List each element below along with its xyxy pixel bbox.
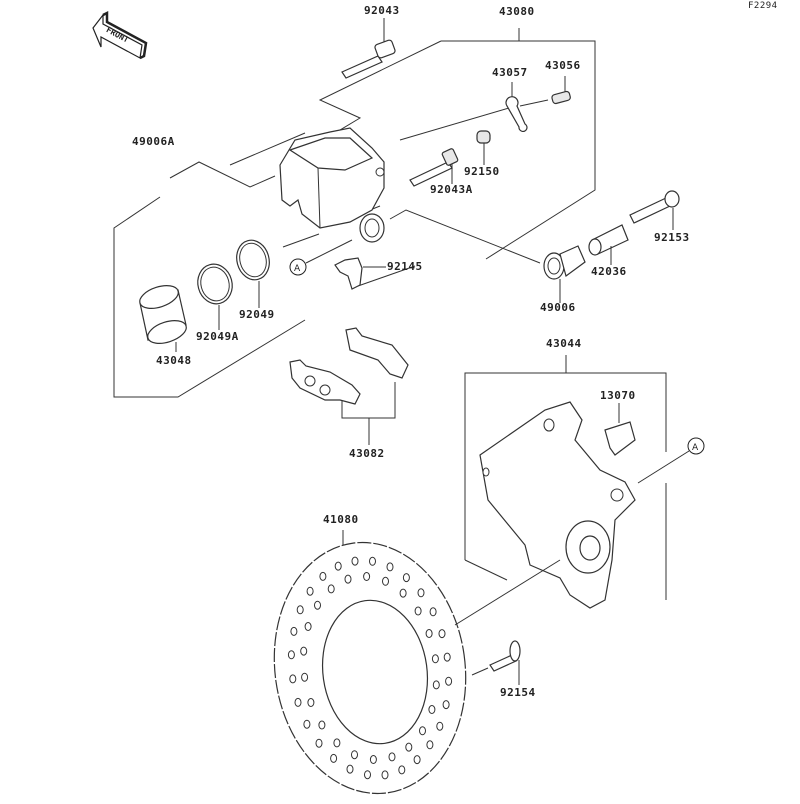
part-41080: [273, 530, 561, 795]
part-label-41080[interactable]: 41080: [323, 513, 359, 526]
disc-drill-hole: [399, 588, 407, 598]
disc-drill-hole: [351, 750, 358, 760]
part-label-43048[interactable]: 43048: [156, 354, 192, 367]
disc-drill-hole: [364, 770, 371, 780]
disc-drill-hole: [304, 622, 312, 631]
caliper-body: [279, 127, 385, 243]
part-label-43056[interactable]: 43056: [545, 59, 581, 72]
disc-drill-hole: [296, 605, 304, 615]
disc-drill-hole: [388, 752, 396, 762]
disc-drill-hole: [369, 556, 376, 566]
disc-drill-hole: [436, 721, 444, 731]
part-label-92043[interactable]: 92043: [364, 4, 400, 17]
part-92043: [341, 18, 396, 79]
part-label-92049[interactable]: 92049: [239, 308, 275, 321]
disc-drill-hole: [327, 584, 335, 594]
part-43044: [479, 401, 636, 609]
disc-drill-hole: [381, 770, 389, 780]
disc-drill-hole: [369, 755, 377, 764]
part-label-92154[interactable]: 92154: [500, 686, 536, 699]
disc-drill-hole: [426, 740, 434, 750]
part-13070: [604, 403, 636, 456]
disc-drill-hole: [417, 588, 425, 598]
part-label-92153[interactable]: 92153: [654, 231, 690, 244]
part-43082: [289, 327, 409, 445]
disc-drill-hole: [363, 572, 371, 581]
part-label-49006[interactable]: 49006: [540, 301, 576, 314]
part-92153: [629, 190, 680, 230]
disc-drill-hole: [445, 676, 453, 686]
part-43048: [139, 285, 187, 352]
part-92043A: [409, 148, 459, 187]
disc-drill-hole: [351, 556, 359, 566]
disc-drill-hole: [386, 562, 394, 572]
disc-drill-hole: [432, 680, 440, 690]
disc-drill-hole: [307, 698, 315, 707]
svg-text:A: A: [294, 264, 301, 274]
part-92150: [476, 130, 491, 165]
disc-drill-hole: [413, 755, 421, 765]
disc-drill-hole: [442, 700, 450, 710]
part-49006: [543, 245, 586, 303]
disc-drill-hole: [429, 607, 437, 617]
disc-drill-hole: [414, 606, 422, 616]
disc-drill-hole: [314, 600, 321, 610]
disc-drill-hole: [290, 626, 298, 636]
disc-drill-hole: [405, 742, 413, 752]
part-43056: [519, 76, 571, 107]
disc-drill-hole: [294, 697, 302, 707]
disc-drill-hole: [402, 573, 410, 583]
part-label-92150[interactable]: 92150: [464, 165, 500, 178]
disc-drill-hole: [419, 726, 426, 736]
disc-drill-hole: [318, 720, 326, 730]
disc-drill-hole: [428, 705, 436, 714]
part-92145: [334, 257, 386, 290]
disc-drill-hole: [443, 652, 451, 662]
part-label-92145[interactable]: 92145: [387, 260, 423, 273]
disc-drill-hole: [300, 646, 308, 656]
part-label-43080[interactable]: 43080: [499, 5, 535, 18]
part-label-92043A[interactable]: 92043A: [430, 183, 473, 196]
part-92049: [236, 239, 270, 308]
disc-drill-hole: [382, 576, 389, 586]
disc-drill-hole: [303, 719, 311, 729]
part-label-43044[interactable]: 43044: [546, 337, 582, 350]
disc-drill-hole: [431, 654, 439, 664]
part-label-43082[interactable]: 43082: [349, 447, 385, 460]
part-label-42036[interactable]: 42036: [591, 265, 627, 278]
part-43057: [505, 82, 528, 133]
ref-marker-a-caliper: A: [289, 239, 353, 276]
disc-drill-hole: [289, 674, 297, 684]
disc-drill-hole: [330, 753, 338, 763]
front-arrow-icon: FRONT: [92, 10, 148, 60]
disc-drill-hole: [287, 650, 295, 660]
disc-drill-hole: [319, 571, 327, 581]
part-42036: [588, 224, 629, 265]
part-92154: [471, 640, 521, 685]
disc-drill-hole: [425, 629, 433, 638]
assembly-outline-43044: [464, 355, 667, 600]
disc-drill-hole: [344, 574, 352, 584]
part-label-49006A[interactable]: 49006A: [132, 135, 175, 148]
disc-drill-hole: [334, 561, 342, 571]
figure-id: F2294: [748, 1, 778, 11]
part-label-13070[interactable]: 13070: [600, 389, 636, 402]
part-label-43057[interactable]: 43057: [492, 66, 528, 79]
part-92049A: [197, 263, 233, 330]
ref-marker-a-holder: A: [637, 437, 705, 484]
svg-text:A: A: [692, 443, 699, 453]
part-label-92049A[interactable]: 92049A: [196, 330, 239, 343]
disc-drill-hole: [398, 765, 406, 775]
disc-drill-hole: [315, 738, 323, 748]
disc-drill-hole: [346, 764, 354, 774]
disc-drill-hole: [333, 738, 341, 748]
disc-drill-hole: [306, 586, 314, 596]
disc-drill-hole: [438, 629, 446, 639]
disc-drill-hole: [301, 672, 309, 682]
